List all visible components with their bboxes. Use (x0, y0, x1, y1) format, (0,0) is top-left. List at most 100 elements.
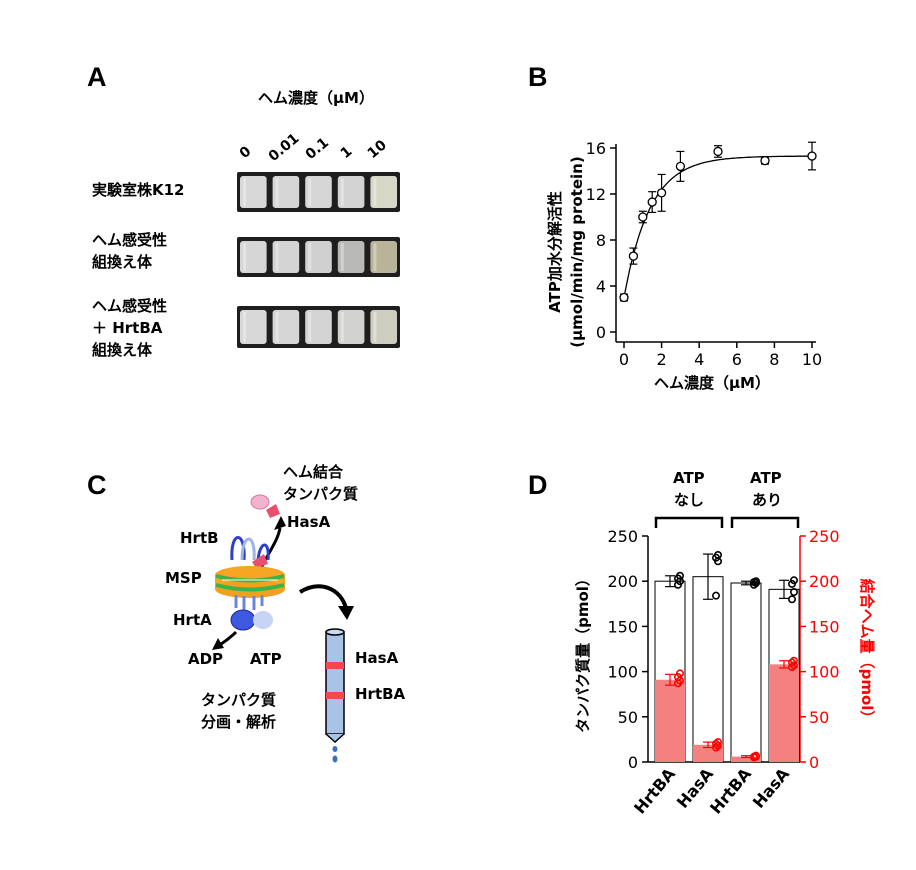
chart-b-xtick-label: 2 (657, 350, 667, 369)
chart-d-replicate-point (676, 571, 685, 580)
culture-tube (305, 176, 332, 208)
culture-tube (240, 241, 267, 273)
chart-b-xtick-label: 10 (802, 350, 822, 369)
chart-b-xlabel: ヘム濃度（μM） (654, 374, 770, 392)
protein-bar (692, 576, 724, 763)
heme-bar (693, 744, 723, 762)
chart-d-group-bracket (654, 516, 724, 528)
tube-photo-row-2 (237, 237, 400, 277)
group-label-no-atp-line2: なし (674, 491, 705, 509)
heme-icon (266, 504, 280, 518)
atp-label: ATP (250, 650, 282, 668)
concentration-label: 0.01 (265, 130, 303, 165)
chart-d-left-tick-label: 0 (628, 753, 638, 772)
chart-d-left-tick-label: 50 (618, 708, 638, 727)
fraction-label-line2: 分画・解析 (201, 713, 277, 731)
panel-label-d: D (528, 470, 548, 500)
tube-highlight (243, 178, 246, 206)
hrta-label: HrtA (173, 611, 212, 629)
row-label-sensitive-line1: ヘム感受性 (92, 231, 168, 249)
culture-tube (272, 176, 300, 208)
chart-d-right-tick-label: 250 (809, 527, 840, 546)
chart-b-data-point (713, 146, 723, 157)
chromatography-column (325, 631, 345, 735)
chart-b-xtick-label: 6 (732, 350, 742, 369)
tube-highlight (373, 312, 377, 342)
chart-b-ytick-label: 8 (596, 231, 606, 250)
tube-photo-row-1 (237, 172, 400, 212)
hrtb-loop-2 (240, 537, 256, 561)
chart-d-category-label: HasA (749, 764, 794, 812)
group-label-with-atp-line1: ATP (750, 469, 782, 487)
culture-tube (240, 310, 267, 344)
hrta-partner-shape (253, 611, 273, 629)
chart-d-replicate-point (752, 751, 761, 760)
heme-bar (731, 756, 761, 762)
chart-d-ylabel-left: タンパク質量（pmol） (574, 571, 592, 733)
heme-transfer-arrowhead (274, 516, 286, 530)
hrtba-nanodisc-diagram (212, 494, 354, 763)
tube-highlight (373, 243, 377, 271)
panel-label-c: C (87, 470, 107, 500)
culture-tube (240, 176, 267, 208)
chart-d-right-tick-label: 200 (809, 572, 840, 591)
chart-d-replicate-point (676, 669, 685, 678)
concentration-label: 0 (236, 143, 255, 162)
tube-photo-row-2-svg (237, 237, 400, 277)
tube-highlight (275, 178, 279, 206)
band-hasa-label: HasA (355, 649, 399, 667)
hrtb-loop-1 (230, 536, 246, 561)
chart-b-data-point (656, 188, 667, 198)
culture-tube (305, 241, 332, 273)
tube-highlight (308, 243, 312, 271)
heme-bar (655, 679, 685, 762)
chart-b-ytick-label: 4 (596, 277, 606, 296)
tube-photo-row-1-svg (237, 172, 400, 212)
chart-b-xtick-label: 8 (769, 350, 779, 369)
row-label-k12: 実験室株K12 (92, 181, 185, 199)
tube-highlight (308, 178, 312, 206)
fraction-label-line1: タンパク質 (201, 691, 277, 709)
chart-d-right-tick-label: 50 (809, 708, 829, 727)
chart-b-xtick-label: 0 (619, 350, 629, 369)
protein-bar (730, 582, 762, 763)
row-label-hrtba-line1: ヘム感受性 (92, 297, 168, 315)
culture-tube (337, 310, 365, 344)
heme-protein-label-line1: ヘム結合 (283, 463, 344, 481)
chart-b-data-point (628, 251, 639, 261)
culture-tube (305, 310, 332, 344)
culture-tube (337, 176, 365, 208)
tube-photo-row-3 (237, 306, 400, 348)
panel-label-a: A (87, 62, 107, 92)
atpase-activity-chart: ATP加水分解活性 (μmol/min/mg protein) ヘム濃度（μM）… (546, 139, 822, 392)
droplet-2 (332, 755, 338, 763)
chart-d-replicate-point (790, 656, 799, 665)
chart-d-left-tick-label: 250 (607, 527, 638, 546)
hrtb-label: HrtB (180, 529, 219, 547)
column-band-hasa (326, 662, 344, 669)
chart-d-replicate-point (788, 595, 797, 604)
culture-tube (370, 176, 397, 208)
chart-d-replicate-point (790, 588, 799, 597)
chart-b-ytick-label: 0 (596, 323, 606, 342)
culture-tube (272, 241, 300, 273)
tube-highlight (275, 312, 279, 342)
tube-highlight (340, 178, 344, 206)
tube-highlight (275, 243, 279, 271)
concentration-label: 10 (364, 137, 390, 162)
culture-tube (370, 241, 397, 273)
chart-b-ytick-label: 16 (586, 139, 606, 158)
fractionation-arrowhead (338, 606, 354, 620)
panel-label-b: B (528, 62, 548, 92)
chart-d-replicate-point (714, 741, 723, 750)
tube-photo-row-3-svg (237, 306, 400, 348)
row-label-sensitive-line2: 組換え体 (92, 253, 153, 271)
chart-d-replicate-point (714, 738, 723, 747)
culture-tube (272, 310, 300, 344)
tube-highlight (243, 312, 246, 342)
tube-highlight (243, 243, 246, 271)
chart-b-data-point (619, 292, 629, 303)
chart-d-replicate-point (788, 658, 797, 667)
chart-b-data-point (647, 197, 657, 207)
group-label-with-atp-line2: あり (752, 491, 783, 509)
